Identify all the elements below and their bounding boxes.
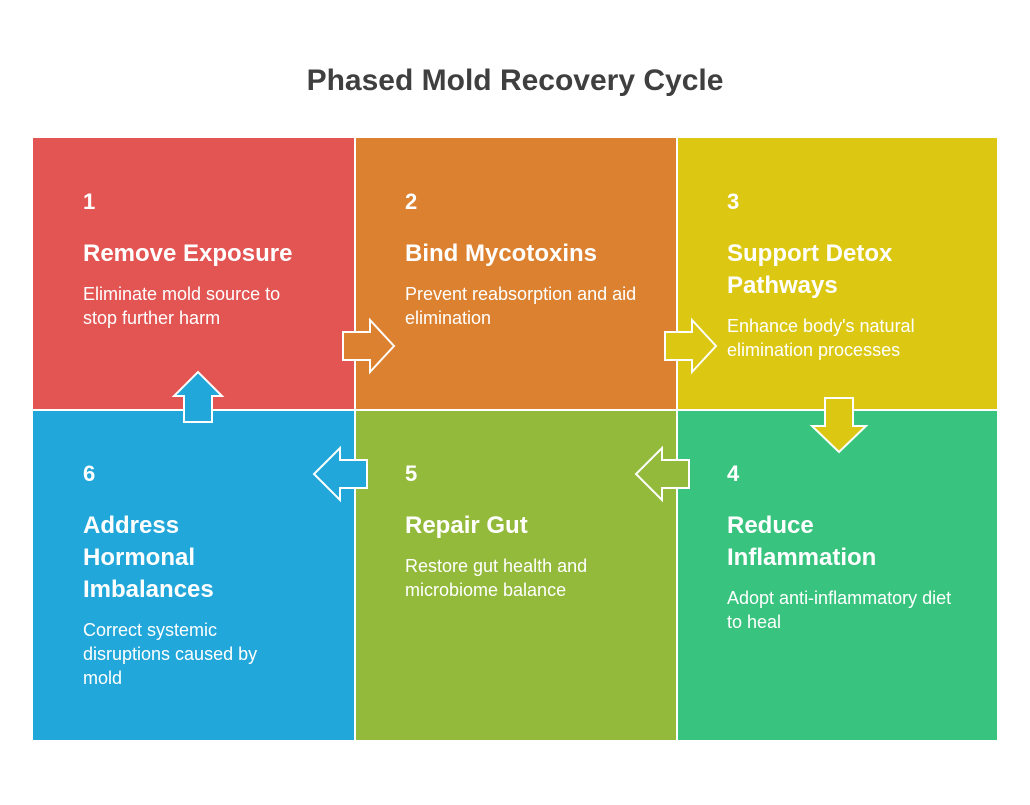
step-6: 6 Address Hormonal Imbalances Correct sy… [33,410,355,690]
step-1: 1 Remove Exposure Eliminate mold source … [33,138,355,330]
arrow-right-1-to-2-icon [342,317,396,375]
step-5-panel [355,410,677,740]
step-4-panel [677,410,997,740]
step-1-panel [33,138,355,410]
step-4: 4 Reduce Inflammation Adopt anti-inflamm… [677,410,999,634]
step-description: Restore gut health and microbiome balanc… [405,556,588,600]
step-3-panel [677,138,997,410]
step-number: 1 [83,189,96,214]
arrow-up-6-to-1-icon [171,370,225,423]
step-heading: Remove Exposure [83,240,293,267]
step-number: 2 [405,189,418,214]
step-heading: Bind Mycotoxins [405,240,598,267]
step-description: Prevent reabsorption and aid elimination [405,284,637,328]
step-heading: Address Hormonal Imbalances [83,512,214,603]
step-number: 5 [405,461,418,486]
diagram-title: Phased Mold Recovery Cycle [306,64,724,97]
arrow-left-5-to-6-icon [312,445,368,503]
step-2: 2 Bind Mycotoxins Prevent reabsorption a… [355,138,677,330]
step-5: 5 Repair Gut Restore gut health and micr… [355,410,677,602]
step-number: 3 [727,189,740,214]
step-description: Eliminate mold source to stop further ha… [83,284,281,328]
step-heading: Repair Gut [405,512,528,539]
arrow-right-2-to-3-icon [664,317,718,375]
arrow-down-3-to-4-icon [809,397,869,454]
step-6-panel [33,410,355,740]
step-2-panel [355,138,677,410]
step-heading: Support Detox Pathways [727,240,893,299]
step-number: 4 [727,461,740,486]
step-number: 6 [83,461,96,486]
step-description: Enhance body's natural elimination proce… [727,316,915,360]
step-description: Correct systemic disruptions caused by m… [83,620,258,688]
step-3: 3 Support Detox Pathways Enhance body's … [677,138,999,362]
step-heading: Reduce Inflammation [727,512,877,571]
step-description: Adopt anti-inflammatory diet to heal [727,588,952,632]
arrow-left-4-to-5-icon [634,445,690,503]
